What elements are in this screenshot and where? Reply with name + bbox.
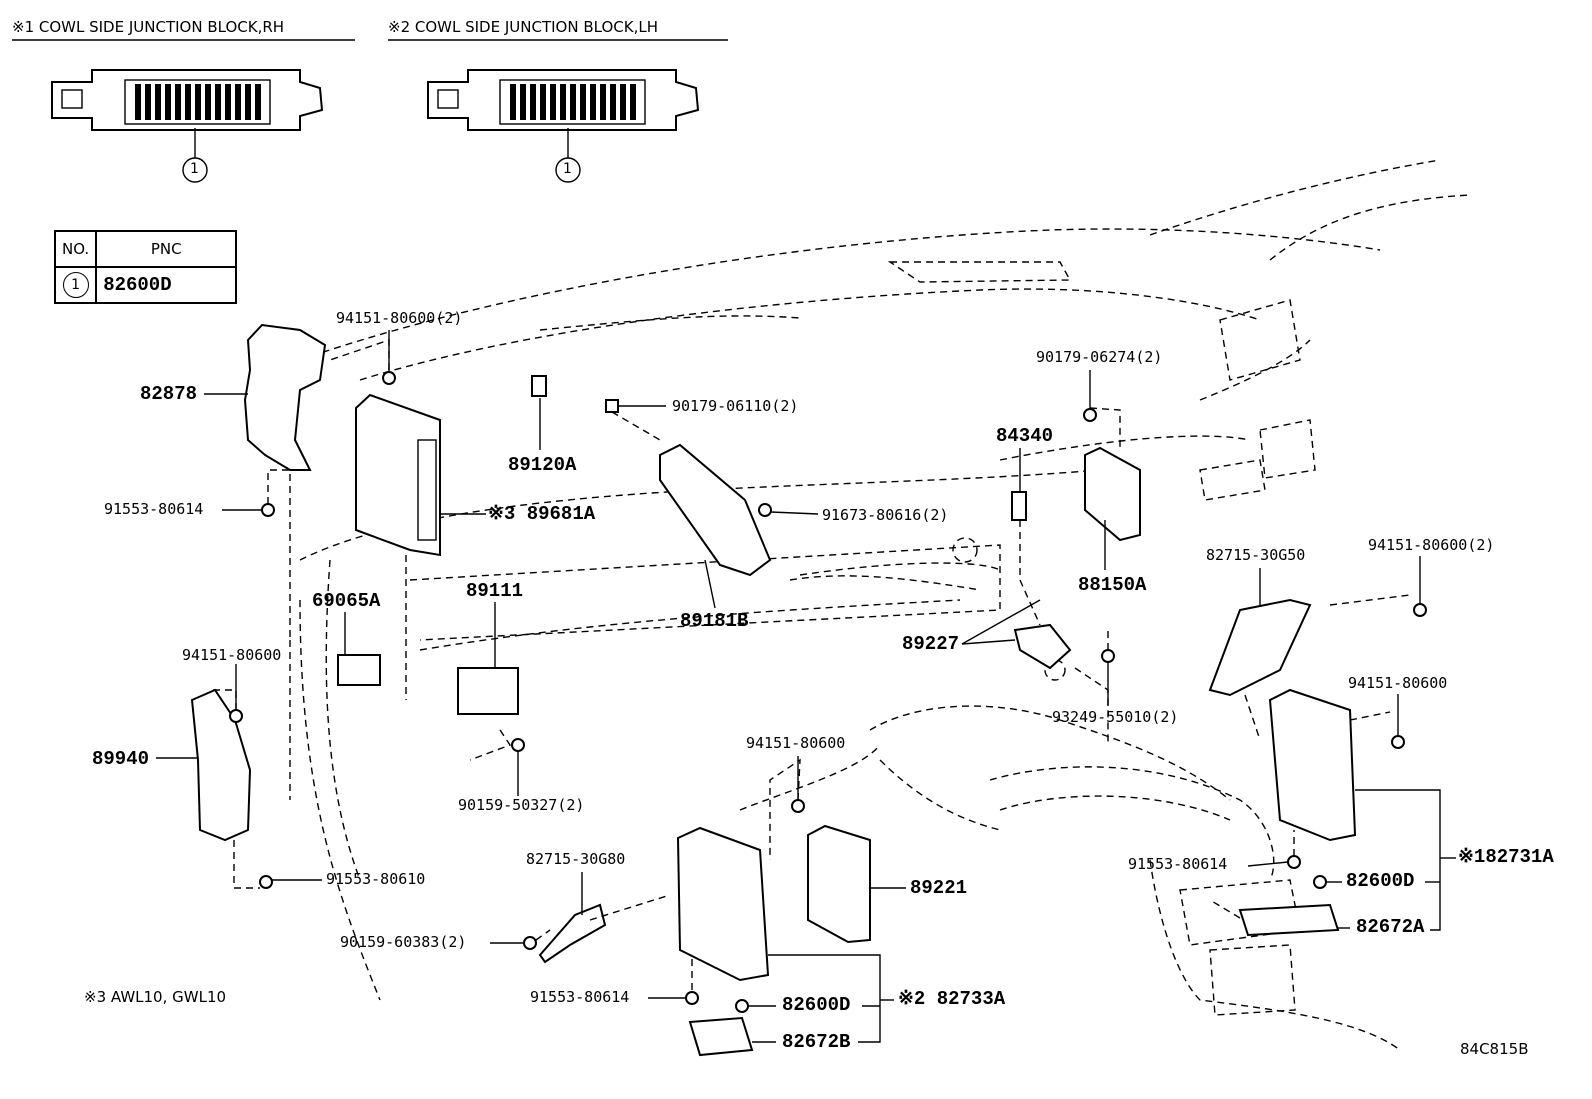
- label-89120A: 89120A: [508, 454, 577, 476]
- label-82600D-a: 82600D: [1346, 870, 1415, 892]
- label-93249-55010: 93249-55010(2): [1052, 708, 1179, 726]
- label-82672A: 82672A: [1356, 916, 1425, 938]
- label-90179-06274: 90179-06274(2): [1036, 348, 1163, 366]
- label-89681A: ※3 89681A: [488, 503, 596, 525]
- junction-block-rh: [51, 69, 324, 183]
- circle-ref-lh: 1: [563, 161, 572, 177]
- label-82878: 82878: [140, 383, 198, 405]
- circle-ref-rh: 1: [190, 161, 199, 177]
- label-82672B: 82672B: [782, 1031, 851, 1053]
- footnote: ※3 AWL10, GWL10: [84, 988, 227, 1006]
- label-82600D-b: 82600D: [782, 994, 851, 1016]
- label-91553-80614-c: 91553-80614: [530, 988, 630, 1006]
- label-88150A: 88150A: [1078, 574, 1147, 596]
- pnc-table: NO. PNC 1 82600D: [53, 230, 238, 304]
- label-94151-80600-b: 94151-80600: [1348, 674, 1448, 692]
- label-91553-80614-a: 91553-80614: [104, 500, 204, 518]
- label-82715-30G50: 82715-30G50: [1206, 546, 1306, 564]
- label-89940: 89940: [92, 748, 150, 770]
- header-rh: ※1 COWL SIDE JUNCTION BLOCK,RH: [12, 18, 285, 36]
- label-90179-06110: 90179-06110(2): [672, 397, 799, 415]
- col-no-header: NO.: [53, 230, 98, 268]
- header-lh: ※2 COWL SIDE JUNCTION BLOCK,LH: [388, 18, 658, 36]
- label-89221: 89221: [910, 877, 968, 899]
- row-no: 1: [62, 272, 89, 298]
- label-91553-80610: 91553-80610: [326, 870, 426, 888]
- label-82731A: ※182731A: [1458, 846, 1554, 868]
- label-90159-60383: 90159-60383(2): [340, 933, 467, 951]
- label-89181B: 89181B: [680, 610, 749, 632]
- label-94151-80600-2-b: 94151-80600(2): [1368, 536, 1495, 554]
- label-94151-80600-a: 94151-80600: [182, 646, 282, 664]
- label-89111: 89111: [466, 580, 524, 602]
- col-pnc-header: PNC: [95, 230, 238, 268]
- leader-lines: [156, 330, 1456, 1043]
- label-82733A: ※2 82733A: [898, 988, 1006, 1010]
- label-82715-30G80: 82715-30G80: [526, 850, 626, 868]
- label-94151-80600-2-a: 94151-80600(2): [336, 309, 463, 327]
- label-89227: 89227: [902, 633, 960, 655]
- label-91673-80616: 91673-80616(2): [822, 506, 949, 524]
- label-69065A: 69065A: [312, 590, 381, 612]
- label-91553-80614-b: 91553-80614: [1128, 855, 1228, 873]
- label-94151-80600-c: 94151-80600: [746, 734, 846, 752]
- label-84340: 84340: [996, 425, 1054, 447]
- label-90159-50327: 90159-50327(2): [458, 796, 585, 814]
- diagram-code: 84C815B: [1460, 1040, 1529, 1058]
- part-sketches: [190, 323, 1427, 1057]
- row-pnc: 82600D: [95, 266, 238, 304]
- junction-block-lh: [427, 69, 700, 183]
